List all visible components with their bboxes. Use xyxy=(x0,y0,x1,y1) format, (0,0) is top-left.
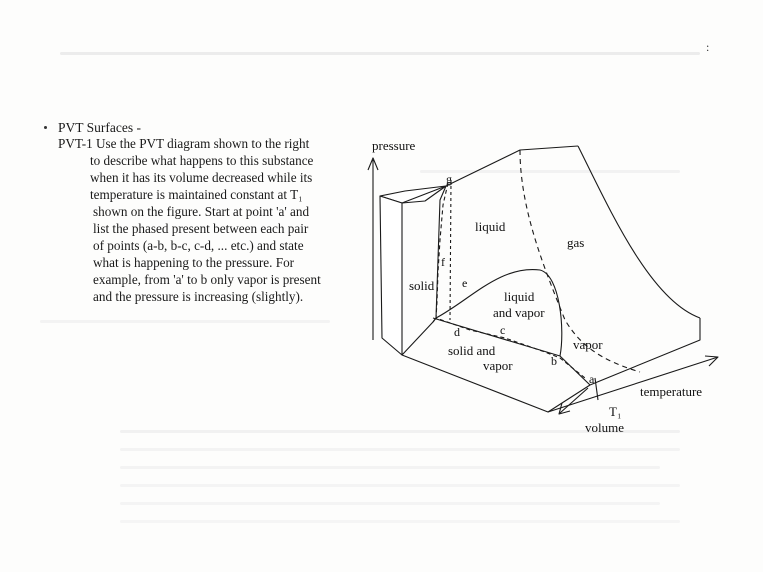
region-solid-vapor-1: solid and xyxy=(448,343,496,358)
region-solid: solid xyxy=(409,278,435,293)
liquid-vapor-dome xyxy=(435,269,563,357)
temperature-axis xyxy=(547,356,719,413)
region-gas: gas xyxy=(567,235,584,250)
t1-marker xyxy=(594,377,599,401)
point-f: f xyxy=(441,255,445,269)
pressure-axis-label: pressure xyxy=(372,138,416,153)
problem-line: to describe what happens to this substan… xyxy=(90,153,314,168)
bleed-line xyxy=(120,520,680,523)
pressure-arrow-head xyxy=(367,157,379,171)
region-vapor: vapor xyxy=(573,337,603,352)
problem-line: list the phased present between each pai… xyxy=(93,221,309,236)
region-liquid-vapor-2: and vapor xyxy=(493,305,545,320)
problem-line: PVT-1 Use the PVT diagram shown to the r… xyxy=(58,136,310,151)
problem-line: example, from 'a' to b only vapor is pre… xyxy=(93,272,321,287)
surface-top-edge xyxy=(401,145,579,204)
problem-line: shown on the figure. Start at point 'a' … xyxy=(93,204,310,219)
isotherm-label: T₁ xyxy=(609,404,621,419)
bleed-line xyxy=(60,52,700,55)
bleed-line xyxy=(120,466,660,469)
problem-line: what is happening to the pressure. For xyxy=(93,255,295,270)
bleed-line xyxy=(420,170,680,173)
point-e: e xyxy=(462,276,467,290)
problem-line: of points (a-b, b-c, c-d, ... etc.) and … xyxy=(93,238,304,253)
problem-line: when it has its volume decreased while i… xyxy=(90,170,313,185)
region-solid-vapor-2: vapor xyxy=(483,358,513,373)
volume-axis-label: volume xyxy=(585,420,624,435)
bleed-line xyxy=(120,430,680,433)
point-a: a xyxy=(589,372,595,386)
isotherm-vertical xyxy=(449,179,452,321)
temperature-axis-label: temperature xyxy=(640,384,702,399)
bleed-line xyxy=(120,448,680,451)
volume-axis xyxy=(559,387,589,414)
problem-line: and the pressure is increasing (slightly… xyxy=(93,289,304,304)
vapor-edge xyxy=(559,355,591,386)
region-liquid-vapor-1: liquid xyxy=(504,289,535,304)
point-b: b xyxy=(551,354,557,368)
gas-surface-edge xyxy=(577,145,701,319)
bleed-line xyxy=(120,484,680,487)
point-d: d xyxy=(454,325,460,339)
corner-mark: : xyxy=(706,40,710,54)
point-g: g xyxy=(446,172,452,186)
solid-vapor-lower xyxy=(401,317,437,356)
volume-arrow-head xyxy=(558,402,571,415)
bleed-line xyxy=(40,320,330,323)
bullet-dot xyxy=(44,126,47,129)
section-title: PVT Surfaces - xyxy=(58,120,141,135)
liquid-gas-boundary xyxy=(519,149,641,373)
right-front-edge xyxy=(589,318,701,386)
point-c: c xyxy=(500,323,505,337)
temperature-arrow-head xyxy=(704,355,719,367)
region-liquid: liquid xyxy=(475,219,506,234)
isotherm-path xyxy=(435,182,586,379)
solid-liquid-top xyxy=(435,185,447,319)
problem-line: temperature is maintained constant at T₁ xyxy=(90,187,303,202)
solid-front-face xyxy=(379,195,403,356)
bleed-line xyxy=(120,502,660,505)
